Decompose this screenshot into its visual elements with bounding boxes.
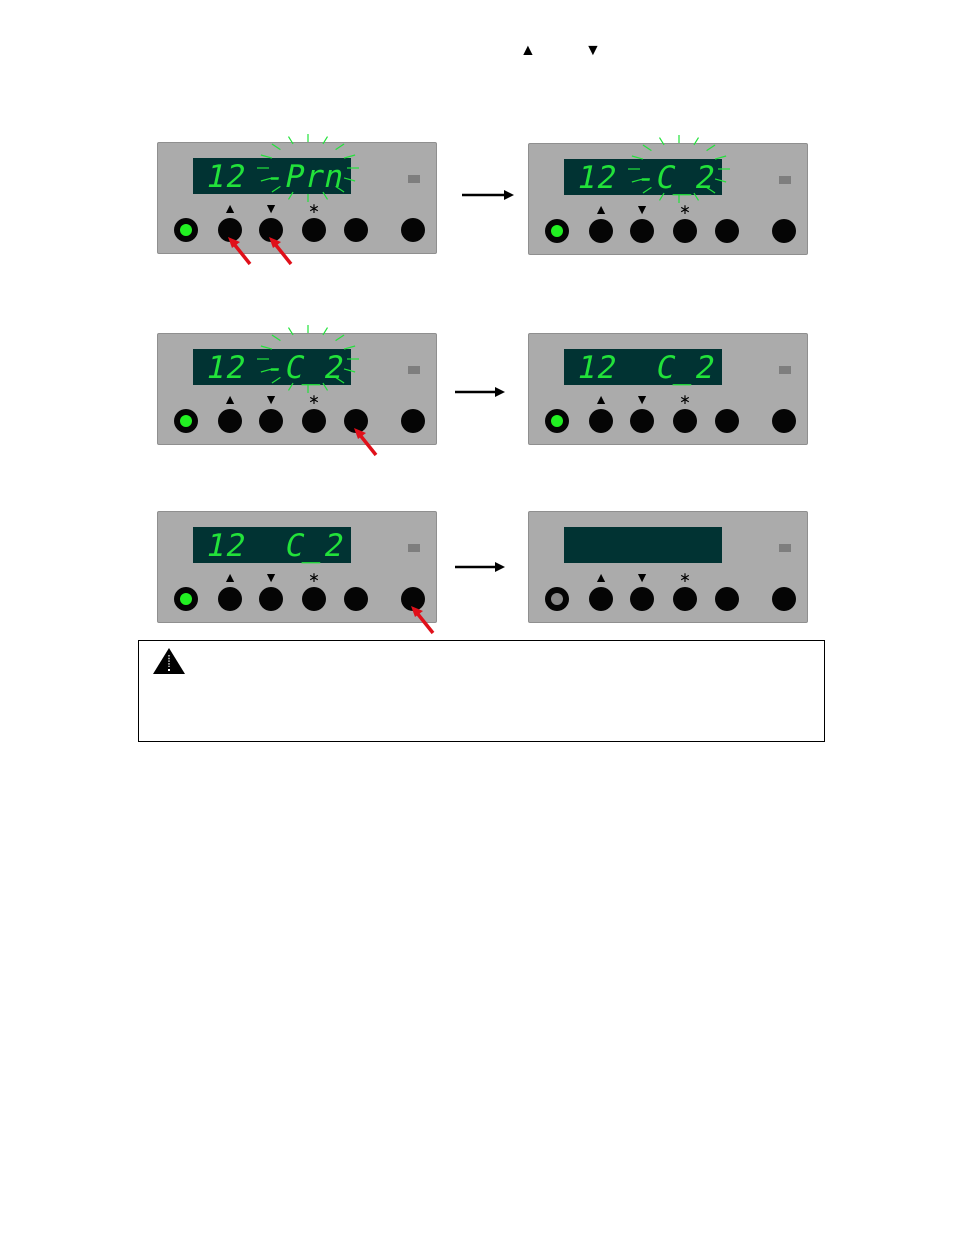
star-button[interactable] — [302, 409, 326, 433]
up-button[interactable] — [589, 409, 613, 433]
led-lamp — [180, 224, 192, 236]
down-symbol: ▼ — [585, 42, 601, 59]
lcd-readout — [574, 527, 582, 563]
press-arrow-icon — [228, 237, 252, 266]
exit-button[interactable] — [772, 409, 796, 433]
exit-button[interactable] — [401, 218, 425, 242]
down-button[interactable] — [630, 409, 654, 433]
enter-button[interactable] — [344, 218, 368, 242]
up-arrow-icon: ▲ — [223, 391, 237, 407]
status-indicator — [779, 366, 791, 374]
exit-button[interactable] — [401, 409, 425, 433]
status-indicator — [408, 366, 420, 374]
press-arrow-icon — [354, 428, 378, 457]
lcd-readout: 12 C_2 — [573, 350, 720, 386]
blink-indicator-icon — [257, 134, 359, 202]
blink-indicator-icon — [628, 135, 730, 203]
star-button[interactable] — [673, 219, 697, 243]
up-arrow-icon: ▲ — [594, 201, 608, 217]
lcd-display: 12 -C_2 — [193, 349, 351, 386]
lcd-display: 12 C_2 — [564, 349, 722, 386]
control-panel: ▲ ▼ ∗ — [528, 511, 808, 623]
up-arrow-icon: ▲ — [594, 391, 608, 407]
star-button[interactable] — [673, 409, 697, 433]
down-arrow-icon: ▼ — [264, 200, 278, 216]
enter-button[interactable] — [344, 587, 368, 611]
down-arrow-icon: ▼ — [264, 569, 278, 585]
status-indicator — [408, 544, 420, 552]
enter-button[interactable] — [715, 219, 739, 243]
lcd-display — [564, 527, 722, 563]
lcd-display: 12 -C_2 — [564, 159, 722, 196]
power-led — [545, 409, 569, 433]
step-arrow-icon — [455, 562, 505, 572]
power-led — [174, 218, 198, 242]
up-symbol: ▲ — [520, 42, 536, 59]
control-panel: 12 -Prn ▲ ▼ ∗ — [157, 134, 437, 266]
down-arrow-icon: ▼ — [264, 391, 278, 407]
down-arrow-icon: ▼ — [635, 569, 649, 585]
down-button[interactable] — [630, 587, 654, 611]
power-led — [174, 409, 198, 433]
star-icon: ∗ — [679, 201, 691, 217]
led-lamp — [551, 225, 563, 237]
press-arrow-icon — [411, 606, 435, 635]
control-panel: 12 C_2 ▲ ▼ ∗ — [157, 511, 437, 635]
exit-button[interactable] — [772, 219, 796, 243]
star-icon: ∗ — [308, 391, 320, 407]
exit-button[interactable] — [772, 587, 796, 611]
up-button[interactable] — [218, 587, 242, 611]
press-arrow-icon — [269, 237, 293, 266]
down-button[interactable] — [259, 409, 283, 433]
up-button[interactable] — [218, 409, 242, 433]
step-arrow-icon — [455, 387, 505, 397]
led-lamp — [180, 593, 192, 605]
enter-button[interactable] — [715, 409, 739, 433]
down-button[interactable] — [259, 587, 283, 611]
warning-box — [138, 640, 825, 742]
lcd-display: 12 C_2 — [193, 527, 351, 564]
status-indicator — [779, 176, 791, 184]
star-button[interactable] — [302, 218, 326, 242]
enter-button[interactable] — [715, 587, 739, 611]
led-lamp — [551, 593, 563, 605]
star-icon: ∗ — [308, 200, 320, 216]
warning-triangle-icon — [153, 648, 185, 674]
lcd-display: 12 -Prn — [193, 158, 351, 195]
star-button[interactable] — [302, 587, 326, 611]
power-led — [545, 587, 569, 611]
star-icon: ∗ — [308, 569, 320, 585]
status-indicator — [779, 544, 791, 552]
star-button[interactable] — [673, 587, 697, 611]
up-button[interactable] — [589, 587, 613, 611]
control-panel: 12 -C_2 ▲ ▼ ∗ — [157, 325, 437, 457]
status-indicator — [408, 175, 420, 183]
up-button[interactable] — [589, 219, 613, 243]
up-arrow-icon: ▲ — [594, 569, 608, 585]
down-arrow-icon: ▼ — [635, 391, 649, 407]
control-panel: 12 -C_2 ▲ ▼ ∗ — [528, 135, 808, 255]
step-arrow-icon — [462, 190, 514, 200]
power-led — [174, 587, 198, 611]
down-button[interactable] — [630, 219, 654, 243]
down-arrow-icon: ▼ — [635, 201, 649, 217]
control-panel: 12 C_2 ▲ ▼ ∗ — [528, 333, 808, 445]
power-led — [545, 219, 569, 243]
blink-indicator-icon — [257, 325, 359, 393]
star-icon: ∗ — [679, 391, 691, 407]
up-arrow-icon: ▲ — [223, 569, 237, 585]
led-lamp — [551, 415, 563, 427]
led-lamp — [180, 415, 192, 427]
lcd-readout: 12 C_2 — [202, 528, 349, 564]
star-icon: ∗ — [679, 569, 691, 585]
up-arrow-icon: ▲ — [223, 200, 237, 216]
